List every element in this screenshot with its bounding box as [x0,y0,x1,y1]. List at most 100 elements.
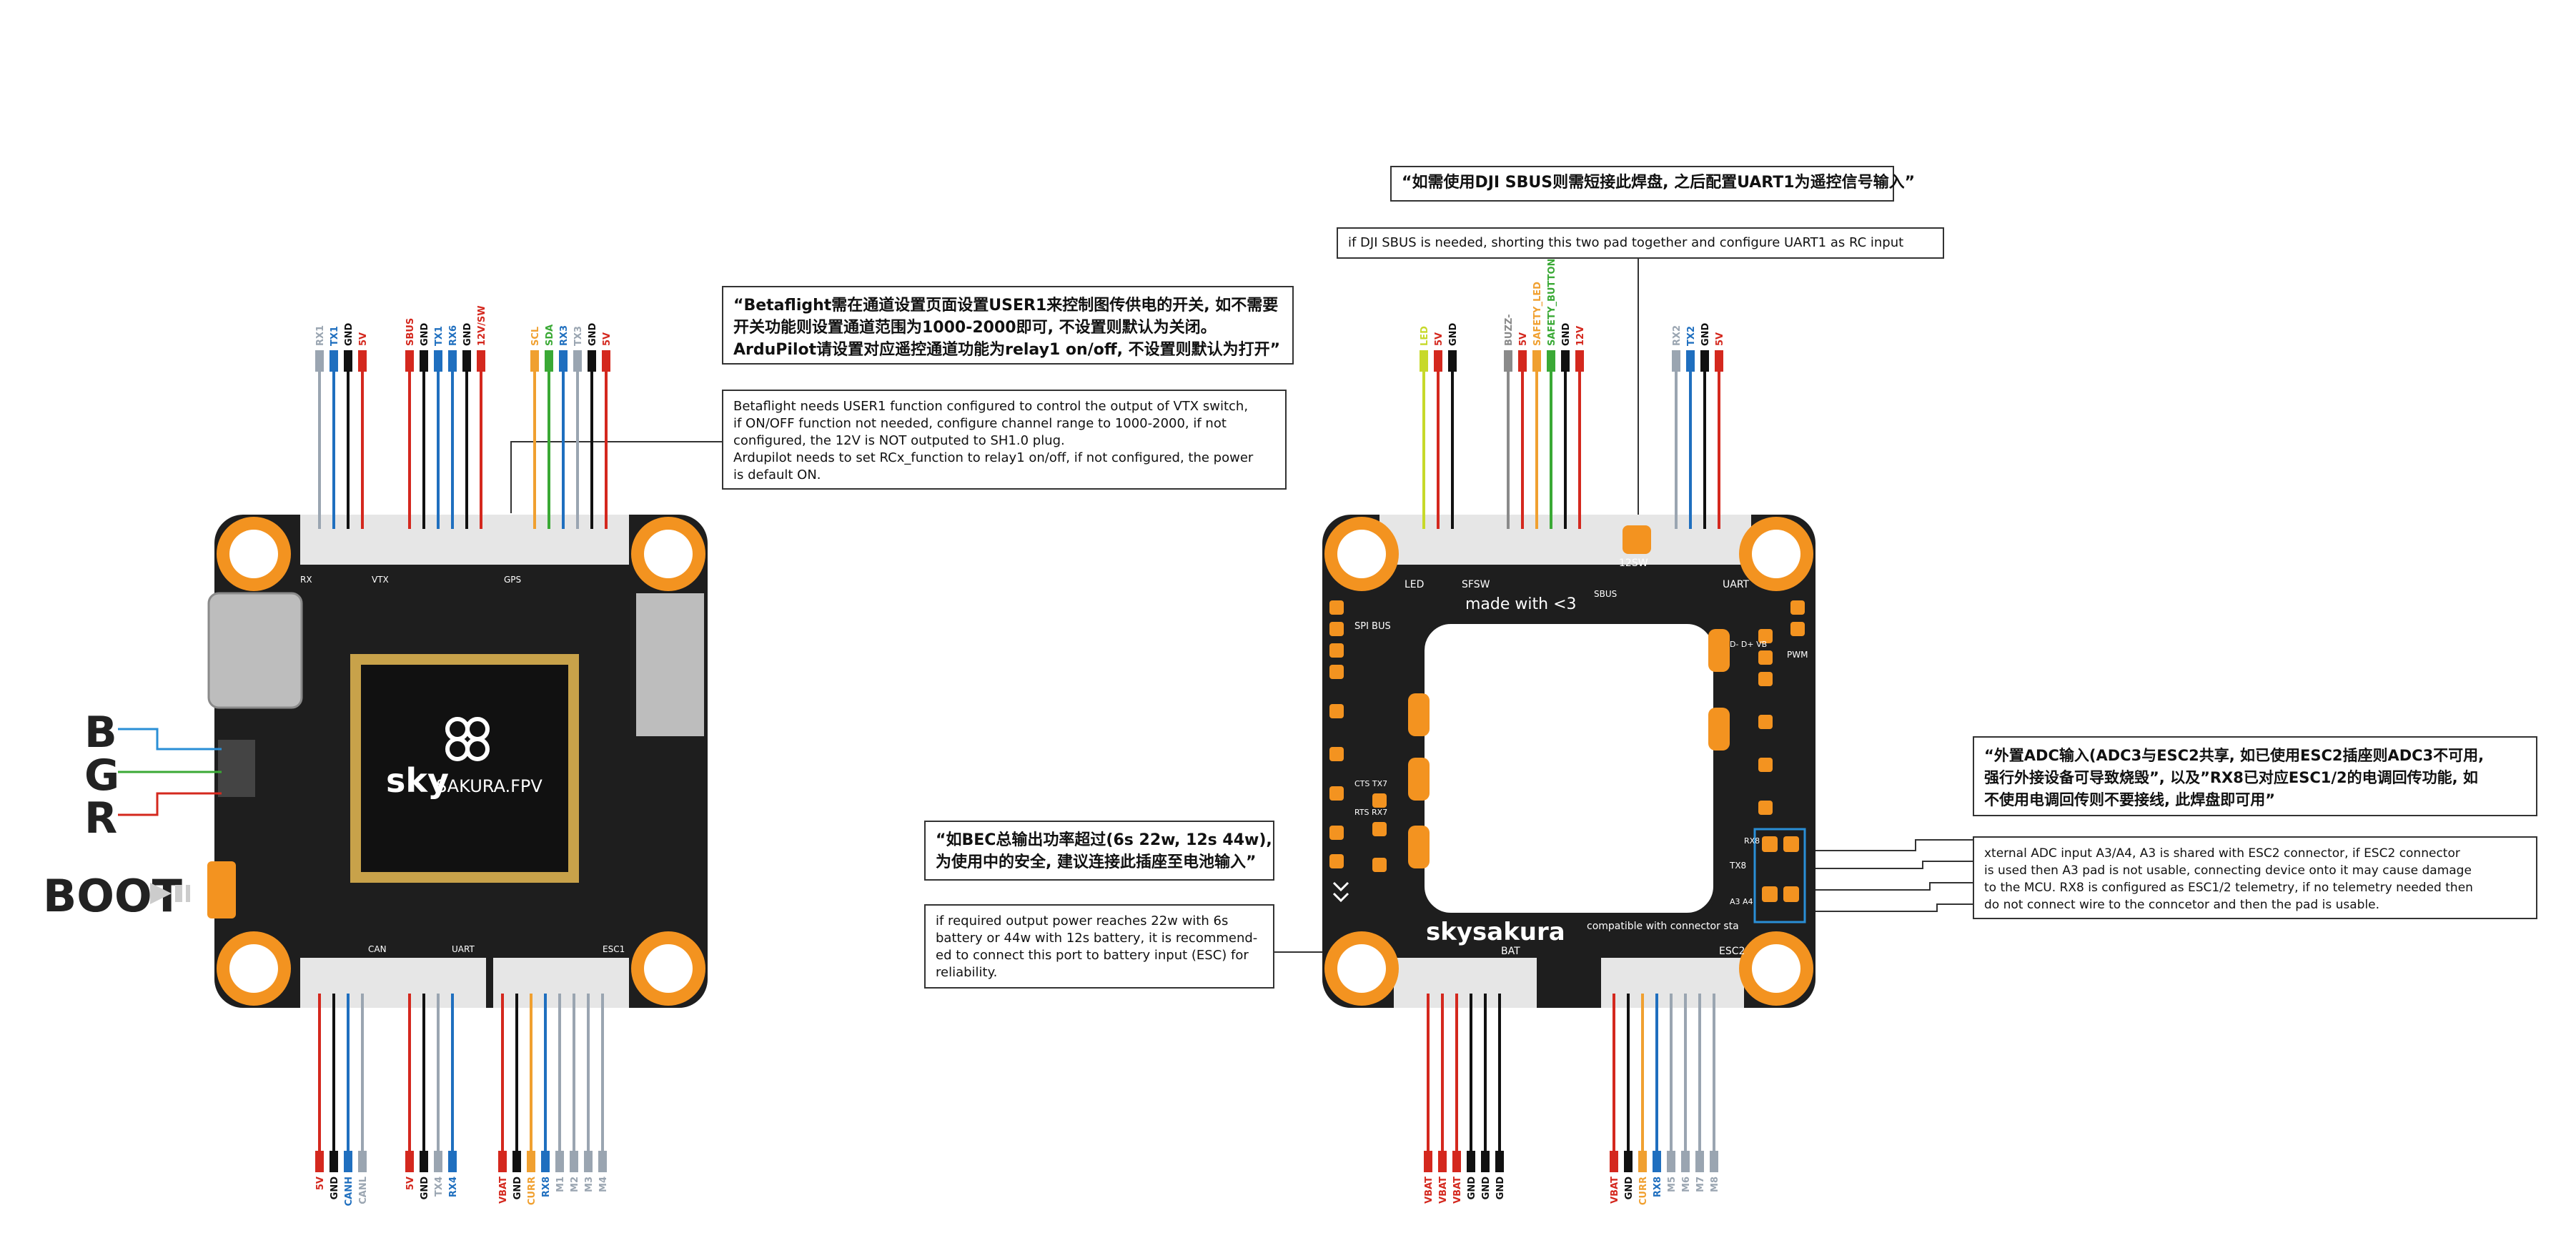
led-label-r: R [84,793,117,843]
led-pads [218,740,255,797]
mcu-logo-icon [445,717,490,761]
note-line: “如BEC总输出功率超过(6s 22w, 12s 44w), [936,831,1272,849]
pin-label-esc2: M5 [1667,1177,1678,1192]
wire-tip-bat [1424,1151,1432,1172]
pin-label-bat: VBAT [1424,1177,1435,1204]
wire-tip-esc [555,1151,564,1172]
pin-label-esc: RX8 [541,1177,552,1197]
pin-label-vtx: GND [420,322,430,346]
pin-label-rx: GND [344,322,355,346]
wire-tip-vtx [477,350,485,372]
pin-label-esc2: GND [1624,1177,1635,1200]
pad-label-cts: CTS TX7 [1354,779,1387,788]
silk-made-with: made with <3 [1465,595,1577,613]
wire-tip-uart [448,1151,457,1172]
wire-tip-vtx [434,350,442,372]
mount-hole-center [229,944,278,993]
wire-tip-esc [498,1151,507,1172]
pin-label-led: LED [1420,326,1430,346]
mount-hole-center [1752,530,1800,578]
pin-label-sfsw: 12V [1575,326,1586,346]
wire-tip-led [1448,350,1457,372]
connector-label-can: CAN [368,944,387,954]
down-arrows-icon [1332,881,1349,903]
wire-tip-esc [598,1151,607,1172]
pin-label-esc2: VBAT [1610,1177,1620,1204]
pad-5v [1708,629,1730,672]
flight-controller-board: sky SAKURA.FPV RX VTX GPS CAN UART ESC1 … [43,515,708,1008]
wire-tip-vtx [420,350,428,372]
pin-label-esc2: M7 [1695,1177,1706,1192]
pin-label-uart: 5V [405,1177,416,1190]
pin-label-esc: GND [512,1177,523,1200]
wire-tip-esc2 [1681,1151,1690,1172]
mount-hole-center [229,530,278,578]
connector-label-uart: UART [452,944,475,954]
connector-label-vtx: VTX [372,575,389,585]
pad-label-5v: +5V [1683,649,1705,660]
mcu-brand-sub: SAKURA.FPV [436,776,543,796]
pin-label-led: 5V [1434,332,1445,346]
wire-tip-gps [588,350,596,372]
wire-tip-gps [530,350,539,372]
note-line: “外置ADC输入(ADC3与ESC2共享, 如已使用ESC2插座则ADC3不可用… [1984,747,2485,764]
led-wire-r [118,792,222,816]
note-line: is used then A3 pad is not usable, conne… [1984,863,2472,878]
wire-tip-esc [570,1151,578,1172]
label-bat: BAT [1501,946,1520,957]
note-line: battery or 44w with 12s battery, it is r… [936,931,1258,946]
pin-label-sfsw: SAFETY_LED [1532,282,1543,346]
leader-adc1 [1805,839,1973,851]
note-line: Ardupilot needs to set RCx_function to r… [733,450,1254,465]
pad-label-a3a4: A3 A4 [1730,897,1753,906]
pad-label-spi: SPI BUS [1354,621,1391,632]
wire-tip-esc2 [1695,1151,1704,1172]
sbus-bridge-pad [1623,525,1651,554]
pad-label-rx8: RX8 [1744,836,1760,846]
pin-label-esc: M2 [570,1177,580,1192]
note-line: 不使用电调回传则不要接线, 此焊盘即可用” [1984,791,2276,808]
note-line: to the MCU. RX8 is configured as ESC1/2 … [1984,881,2473,895]
wire-tip-esc2 [1638,1151,1647,1172]
pin-label-gps: SDA [545,325,555,346]
led-wire-b [118,728,222,751]
wire-tip-rx [358,350,367,372]
center-cutout [1420,620,1718,917]
pad-gnd-right [1708,708,1730,751]
leader-adc3 [1805,882,1973,891]
wire-tip-esc [512,1151,521,1172]
pad-label-rts: RTS RX7 [1354,808,1387,817]
boot-button [207,861,236,918]
silk-brand: skysakura [1426,918,1565,946]
pin-label-vtx: GND [462,322,473,346]
note-dji-sbus-zh: “如需使用DJI SBUS则需短接此焊盘, 之后配置UART1为遥控信号输入” [1390,166,1915,202]
small-pads-right [1758,600,1805,815]
pin-label-can: CANH [344,1177,355,1206]
pin-label-can: CANL [358,1177,369,1204]
leader-adc2 [1805,861,1973,869]
led-label-g: G [84,751,119,801]
pad-bat [1408,826,1430,868]
wire-tip-led [1420,350,1428,372]
pin-label-gps: GND [588,322,598,346]
pad-rx8 [1762,836,1778,852]
wire-tip-esc2 [1667,1151,1675,1172]
pin-label-uart2: TX2 [1686,326,1697,346]
note-dji-sbus-en: if DJI SBUS is needed, shorting this two… [1337,227,1944,259]
connector-label-gps: GPS [504,575,521,585]
pin-label-rx: RX1 [315,325,326,346]
pad-label-12v: 12V [1433,713,1453,725]
wire-tip-led [1434,350,1442,372]
mount-hole-center [644,530,693,578]
label-esc2: ESC2 [1719,946,1745,957]
pin-label-bat: GND [1495,1177,1506,1200]
pin-label-uart: GND [420,1177,430,1200]
pin-label-sfsw: BUZZ- [1504,315,1515,346]
pin-label-esc: M3 [584,1177,595,1192]
pin-label-uart: TX4 [434,1177,445,1197]
boot-arrow-icon [150,883,190,904]
wire-tip-esc2 [1653,1151,1661,1172]
pin-label-can: 5V [315,1177,326,1190]
pin-label-bat: GND [1467,1177,1477,1200]
